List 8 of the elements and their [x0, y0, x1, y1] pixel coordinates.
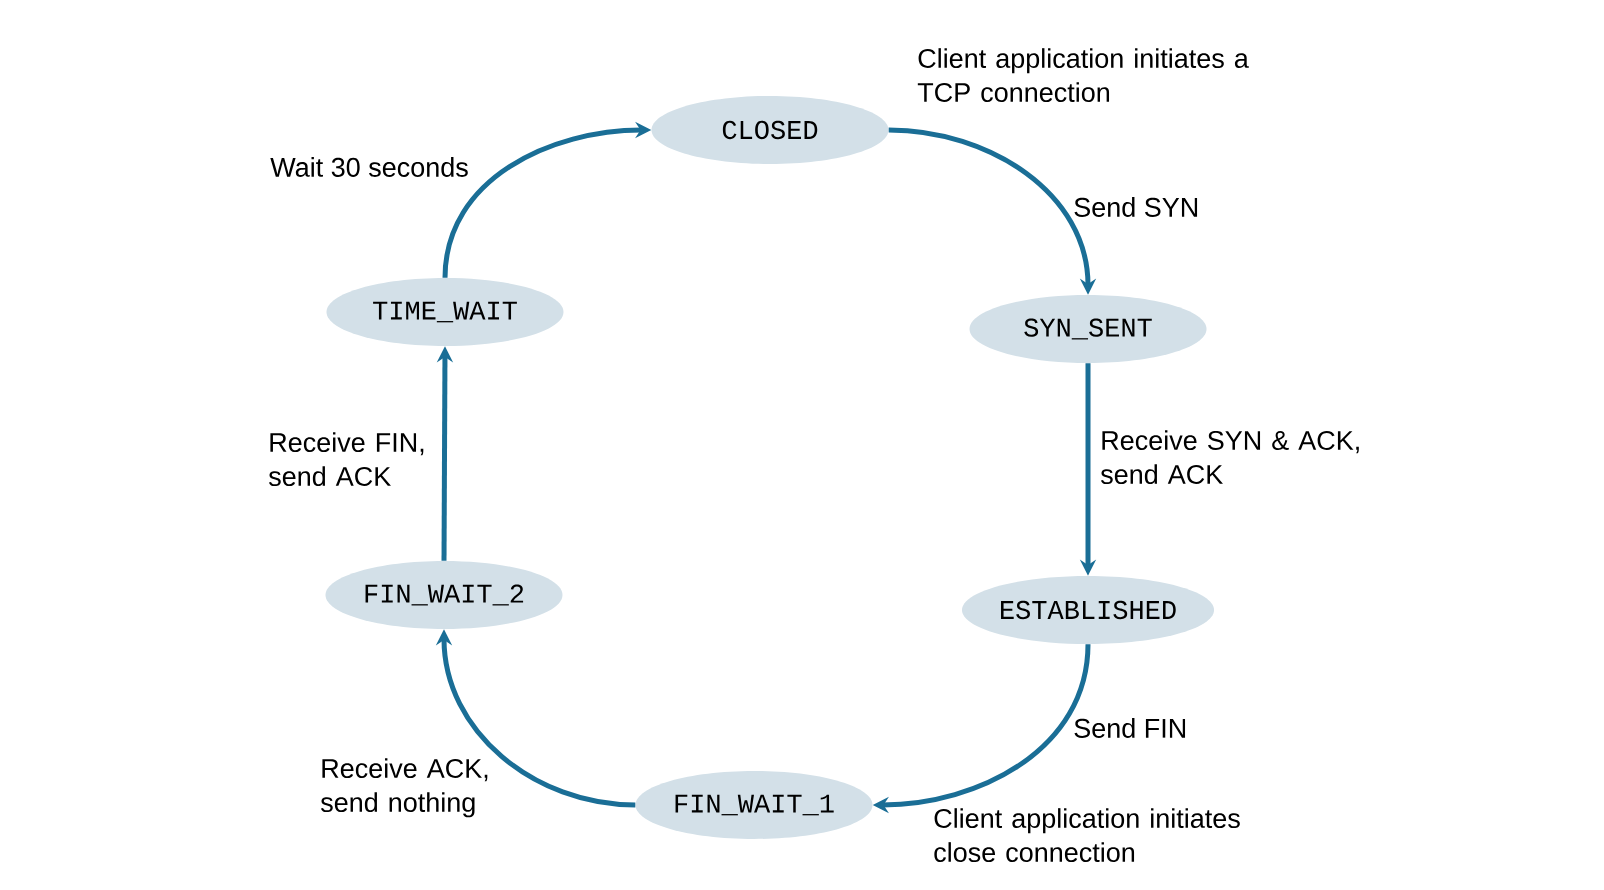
edge-label: Wait 30 seconds: [270, 157, 468, 177]
edge-label: Receive ACK, send nothing: [320, 758, 488, 818]
note-text: Client application initiates a TCP connection: [917, 48, 1249, 102]
edge-label: Send SYN: [1074, 197, 1198, 217]
edge-label: Receive SYN & ACK, send ACK: [1100, 430, 1359, 484]
note-text: Client application initiates close connection: [934, 808, 1240, 862]
edge-label: Send FIN: [1074, 718, 1186, 738]
edge-label: Receive FIN, send ACK: [268, 432, 424, 486]
